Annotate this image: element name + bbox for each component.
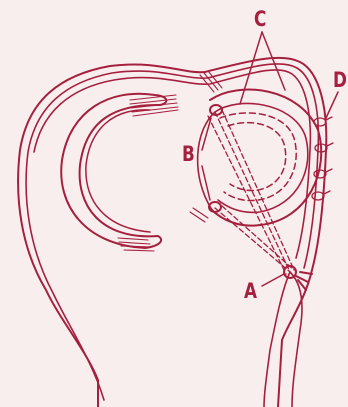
medial-meniscus — [61, 94, 166, 248]
lateral-meniscus — [198, 90, 322, 226]
suture-anchors-b — [209, 105, 222, 212]
label-b: B — [182, 144, 195, 165]
suture-exit-a — [264, 266, 312, 407]
suture-tunnels — [208, 110, 294, 274]
label-d: D — [333, 70, 347, 91]
ligament-fibres — [118, 71, 222, 251]
label-c: C — [254, 9, 266, 30]
label-a: A — [244, 281, 257, 302]
